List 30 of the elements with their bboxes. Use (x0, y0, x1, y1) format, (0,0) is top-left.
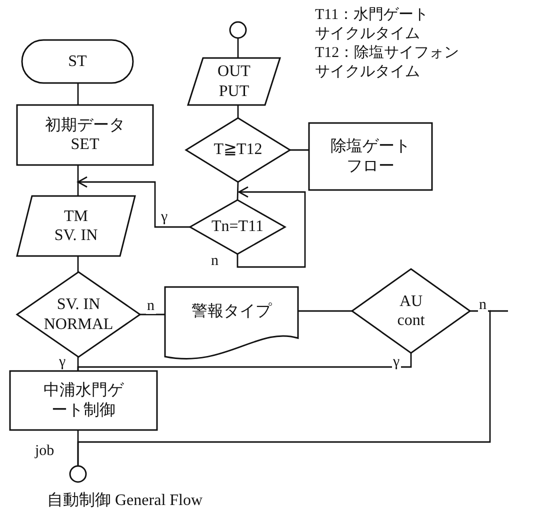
connector-line (77, 256, 79, 272)
connector-circle (230, 22, 246, 38)
connector-line (237, 38, 239, 58)
connector-line (77, 165, 79, 196)
connector-line (298, 310, 352, 312)
decision-diamond: AU cont (352, 269, 470, 353)
decision-diamond: T≧T12 (186, 118, 290, 182)
decision-diamond: Tn=T11 (190, 200, 285, 254)
process-box: 中浦水門ゲート制御 (10, 371, 157, 430)
edge-label: job (34, 444, 56, 459)
connector-circle (70, 466, 86, 482)
connector-line (77, 353, 412, 371)
connector-line (236, 182, 239, 200)
document-shape: 警報タイプ (165, 287, 298, 358)
process-box: 初期データ SET (17, 105, 153, 165)
note-text: T12：除塩サイフォンサイクルタイム (315, 44, 460, 82)
input-output-shape: TM SV. IN (17, 196, 135, 256)
decision-diamond: SV. IN NORMAL (17, 272, 140, 357)
arrow (77, 176, 190, 228)
connector-line (140, 314, 165, 316)
input-output-shape: OUT PUT (188, 58, 280, 105)
note-text: T11：水門ゲートサイクルタイム (315, 6, 430, 44)
connector-line (237, 105, 239, 118)
process-box: 除塩ゲートフロー (309, 123, 432, 190)
connector-line (77, 83, 79, 105)
connector-line (77, 430, 79, 466)
terminal-shape: ST (22, 40, 133, 83)
arrow (236, 186, 306, 268)
connector-line (290, 149, 309, 151)
caption: 自動制御 General Flow (47, 490, 203, 510)
